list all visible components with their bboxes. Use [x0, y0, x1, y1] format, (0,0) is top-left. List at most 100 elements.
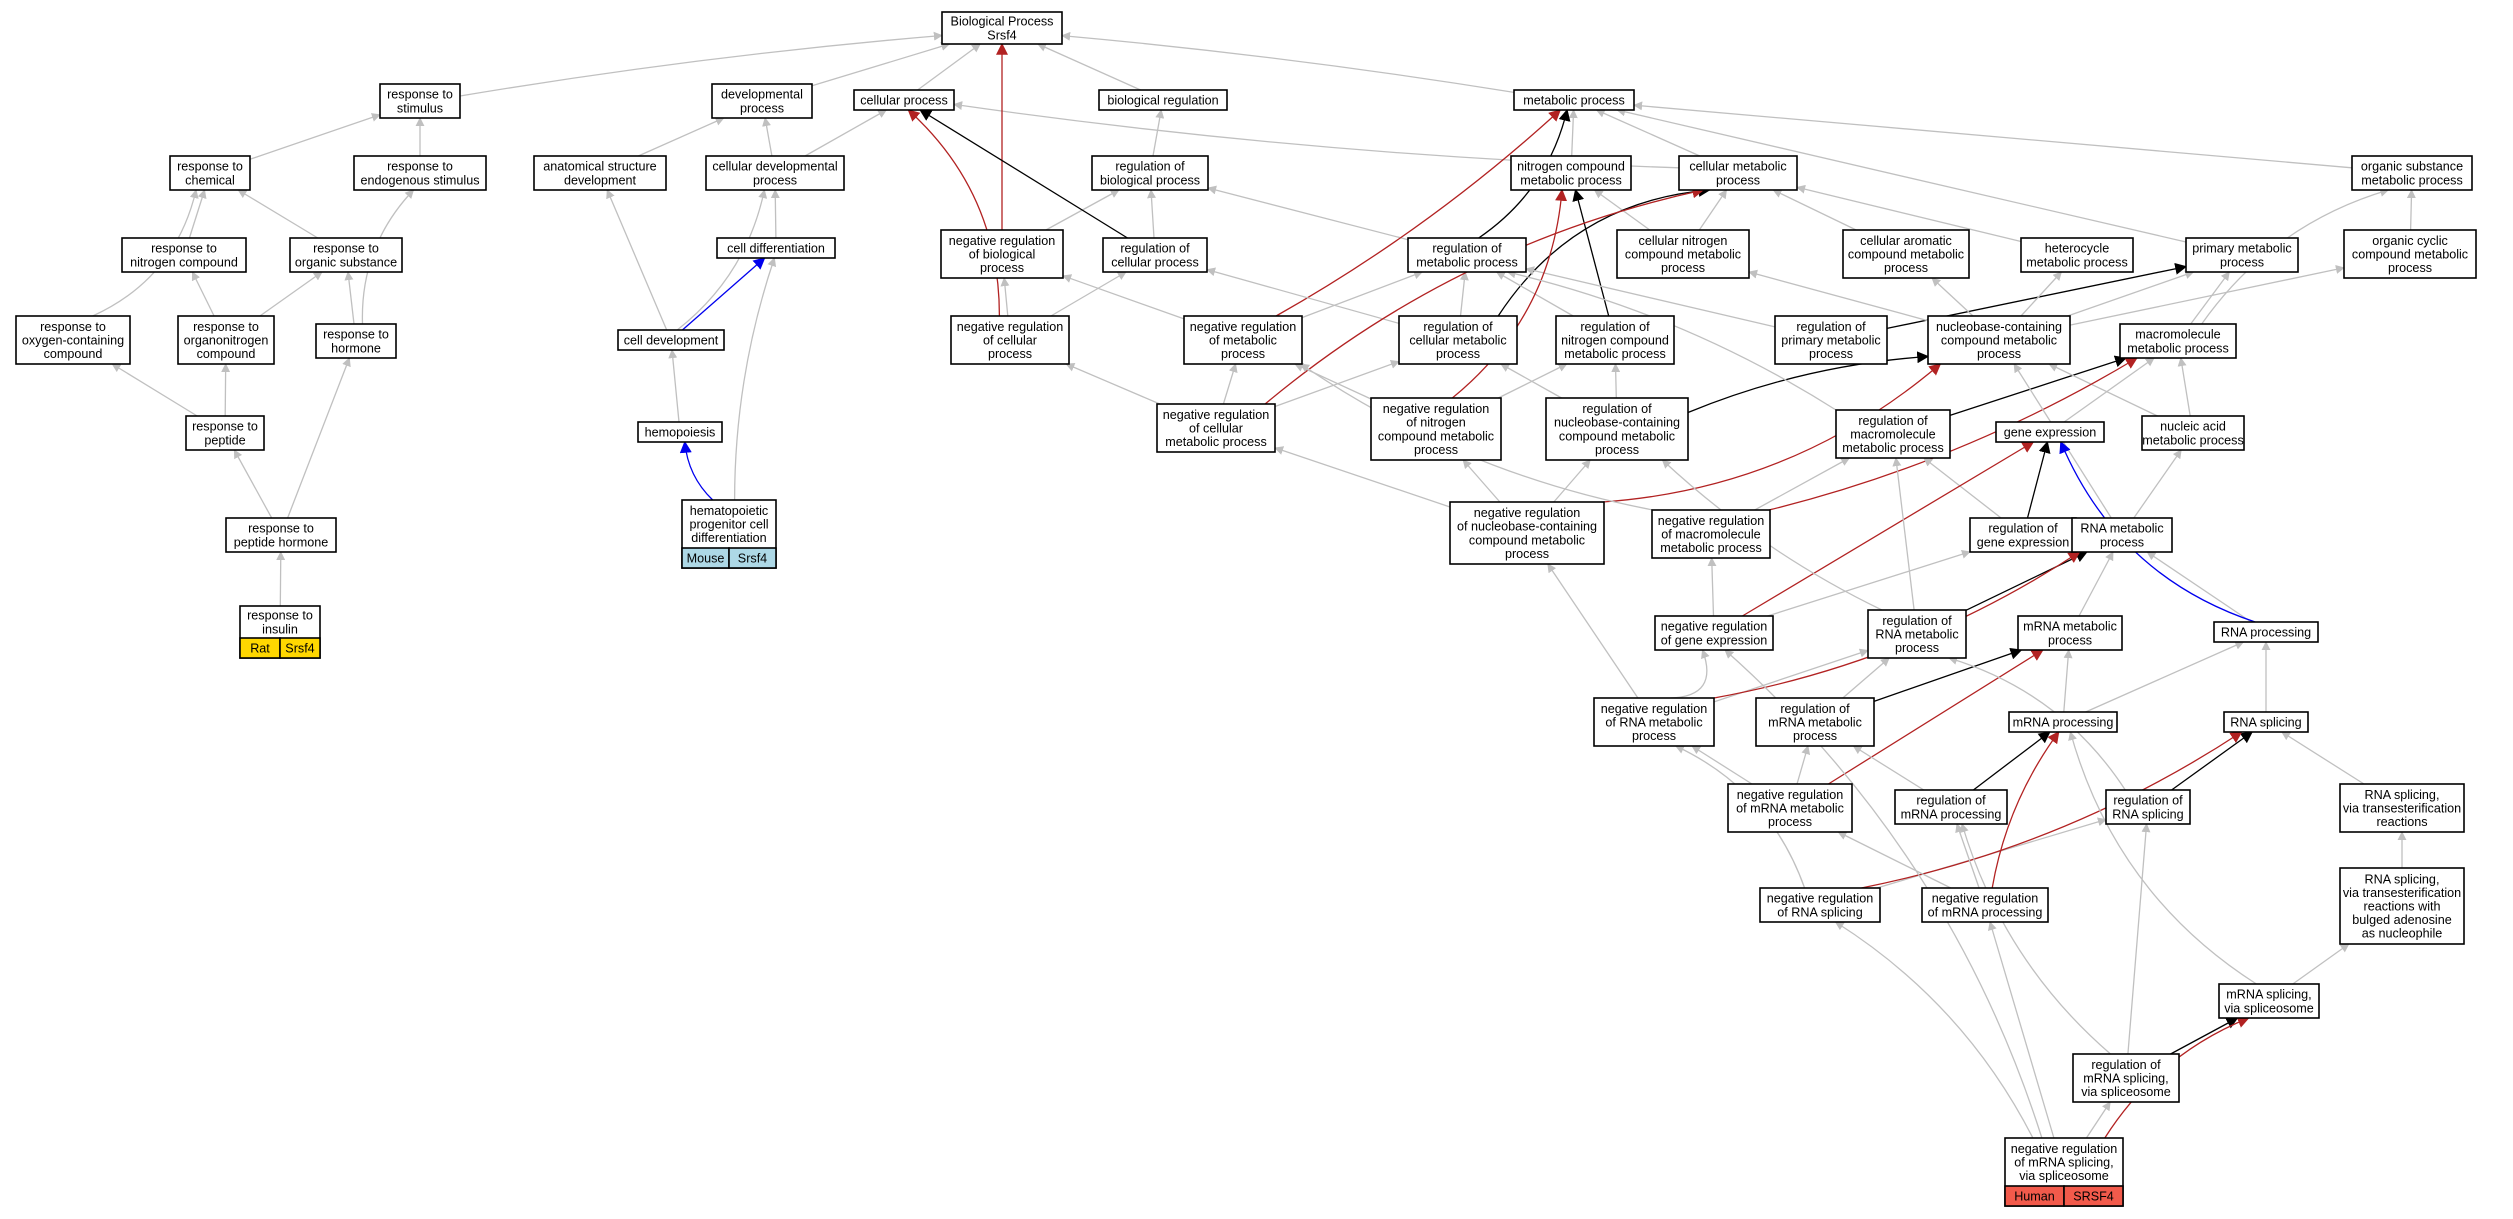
node-label-line: metabolic process: [1416, 255, 1518, 269]
go-term-node-ge[interactable]: gene expression: [1995, 421, 2105, 443]
node-box: [1398, 315, 1518, 365]
gene-tag-label: Srsf4: [738, 552, 767, 566]
node-label-line: primary metabolic: [1781, 334, 1880, 348]
edge-nrrnamp-to-rrnamp: [1713, 648, 1869, 703]
go-term-node-hemo[interactable]: hemopoiesis: [637, 421, 723, 443]
go-term-node-rnbccmp[interactable]: regulation ofnucleobase-containingcompou…: [1545, 397, 1689, 461]
gene-tag-label: SRSF4: [2073, 1190, 2114, 1204]
species-tag-label: Mouse: [687, 552, 725, 566]
go-term-node-cdiff[interactable]: cell differentiation: [716, 237, 836, 259]
node-label-line: mRNA splicing,: [2226, 988, 2311, 1002]
go-term-node-cdev[interactable]: cell development: [617, 329, 725, 351]
edge-rmrnamp-to-rrnamp: [1842, 657, 1890, 699]
node-label-line: via spliceosome: [2019, 1169, 2109, 1183]
go-term-node-rnaproc[interactable]: RNA processing: [2213, 621, 2319, 643]
go-term-node-mrnaproc[interactable]: mRNA processing: [2008, 711, 2118, 733]
go-term-node-rnasptb[interactable]: RNA splicing,via transesterificationreac…: [2339, 867, 2465, 945]
node-label-line: metabolic process: [1165, 435, 1267, 449]
node-label-line: metabolic process: [2361, 173, 2463, 187]
edge-cdp-to-cp: [804, 109, 888, 157]
node-box: [1091, 155, 1209, 191]
node-box: [225, 517, 337, 553]
edge-nrnbccmp-to-nbccmp: [1602, 363, 1942, 503]
node-box: [2119, 323, 2237, 359]
go-term-node-br[interactable]: biological regulation: [1098, 89, 1228, 111]
node-box: [2339, 783, 2465, 833]
go-term-node-mrnass[interactable]: mRNA splicing,via spliceosome: [2218, 983, 2320, 1019]
node-box: [1555, 315, 1675, 365]
edge-hemo-to-cdev: [668, 349, 680, 423]
node-label-line: negative regulation: [1661, 620, 1767, 634]
go-term-node-mp[interactable]: metabolic process: [1513, 89, 1635, 111]
node-box: [2020, 237, 2134, 273]
node-label-line: regulation of: [1780, 702, 1850, 716]
edge-rrnasp-to-rnasp: [2171, 731, 2254, 791]
node-label-line: of macromolecule: [1661, 528, 1760, 542]
node-label-line: process: [980, 261, 1024, 275]
go-term-node-rnaspt[interactable]: RNA splicing,via transesterificationreac…: [2339, 783, 2465, 833]
edge-rtnc-to-rtc: [188, 189, 207, 239]
edge-osmp-to-mp: [1633, 101, 2353, 169]
node-label-line: RNA splicing: [2112, 807, 2183, 821]
node-label-line: process: [2388, 261, 2432, 275]
go-term-node-rnasp[interactable]: RNA splicing: [2223, 711, 2309, 733]
node-label-line: negative regulation: [949, 234, 1055, 248]
go-term-node-cp[interactable]: cellular process: [853, 89, 955, 111]
